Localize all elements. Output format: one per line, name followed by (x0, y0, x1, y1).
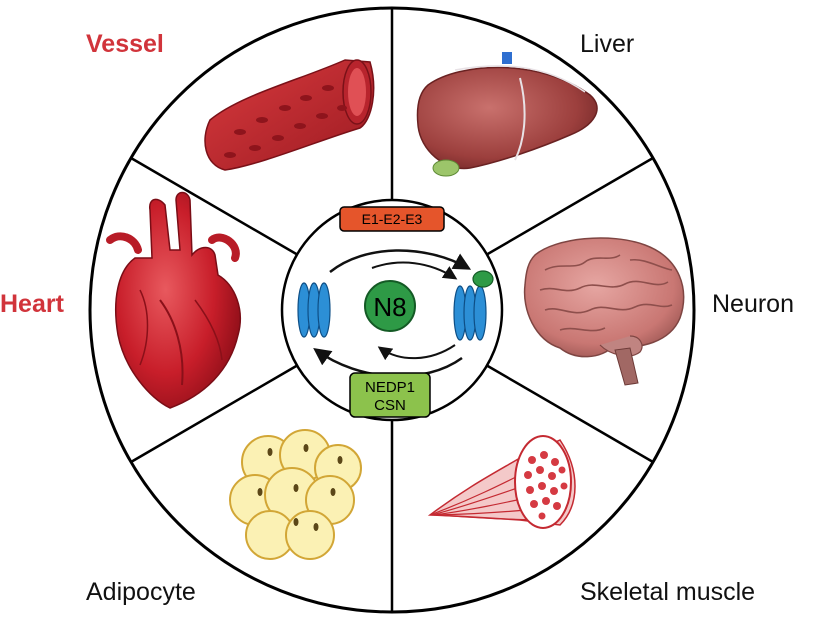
csn-label: CSN (374, 397, 406, 414)
center-mechanism: E1-E2-E3 N8 NEDP1 CSN (297, 206, 494, 418)
liver-icon (416, 52, 598, 177)
n8-label: N8 (373, 292, 406, 322)
n8-molecule (364, 280, 416, 332)
cullin-right (453, 285, 487, 341)
vessel-icon (204, 59, 375, 171)
conjugation-arrow (329, 249, 472, 273)
cullin-left (297, 282, 331, 338)
loading-arrow (371, 261, 458, 280)
adipocyte-cluster-icon (229, 429, 362, 560)
nedp1-csn-box (349, 372, 431, 418)
release-arrow (377, 344, 456, 361)
brain-icon (523, 237, 685, 386)
label-vessel: Vessel (86, 30, 164, 58)
label-heart: Heart (0, 290, 65, 318)
nedp1-label: NEDP1 (365, 379, 415, 396)
e1-e2-e3-label: E1-E2-E3 (362, 211, 423, 227)
label-neuron: Neuron (712, 290, 794, 318)
label-adipocyte: Adipocyte (86, 578, 196, 606)
label-liver: Liver (580, 30, 634, 58)
label-skeletal-muscle: Skeletal muscle (580, 578, 755, 606)
nedd8-attached (472, 270, 494, 288)
e1-e2-e3-box (339, 206, 445, 232)
heart-icon (106, 191, 242, 409)
muscle-fiber-icon (427, 435, 576, 529)
